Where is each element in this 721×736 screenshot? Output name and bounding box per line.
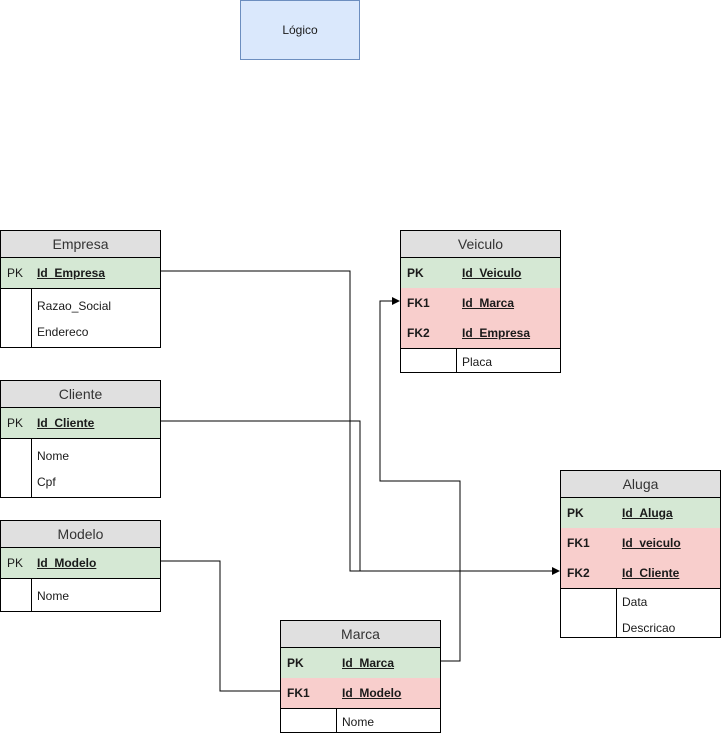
key-label: PK (7, 416, 24, 430)
field-name: Razao_Social (37, 299, 112, 313)
entity-row: FK1 Id_Marca (401, 288, 560, 318)
entity-row: Placa (401, 349, 560, 375)
entity-row: FK1 Id_Modelo (281, 678, 440, 709)
key-label: FK2 (407, 326, 430, 340)
field-name: Descricao (622, 621, 676, 635)
field-name: Id_Modelo (342, 686, 402, 700)
field-name: Id_Empresa (462, 326, 531, 340)
entity-header: Veiculo (401, 231, 560, 258)
entity-marca[interactable]: Marca PK Id_Marca FK1 Id_Modelo Nome (280, 620, 441, 733)
field-name: Nome (37, 449, 70, 463)
entity-row: PK Id_Cliente (1, 408, 160, 439)
key-label: PK (7, 556, 24, 570)
entity-row: FK1 Id_veiculo (561, 528, 720, 558)
entity-row: PK Id_Veiculo (401, 258, 560, 288)
entity-header: Modelo (1, 521, 160, 548)
field-name: Id_Veiculo (462, 266, 522, 280)
key-label: FK1 (407, 296, 430, 310)
entity-row: PK Id_Modelo (1, 548, 160, 579)
field-name: Id_veiculo (622, 536, 681, 550)
entity-modelo[interactable]: Modelo PK Id_Modelo Nome (0, 520, 161, 612)
field-name: Id_Marca (462, 296, 515, 310)
field-name: Data (622, 595, 648, 609)
key-label: PK (407, 266, 424, 280)
entity-row: PK Id_Aluga (561, 498, 720, 528)
key-label: FK1 (287, 686, 310, 700)
connector-modelo-marca (160, 560, 280, 692)
entity-row: Razao_Social (1, 293, 160, 319)
diagram-title: Lógico (240, 0, 360, 60)
entity-header: Marca (281, 621, 440, 648)
connector-cliente-aluga (160, 420, 361, 571)
entity-row: FK2 Id_Cliente (561, 558, 720, 589)
key-label: PK (567, 506, 584, 520)
field-name: Id_Cliente (622, 566, 680, 580)
entity-aluga[interactable]: Aluga PK Id_Aluga FK1 Id_veiculo FK2 Id_… (560, 470, 721, 638)
field-name: Id_Aluga (622, 506, 673, 520)
entity-row: Descricao (561, 615, 720, 641)
entity-row: Nome (1, 443, 160, 469)
entity-row: Nome (1, 583, 160, 609)
entity-row: Cpf (1, 469, 160, 495)
entity-row: Nome (281, 709, 440, 735)
entity-row: PK Id_Marca (281, 648, 440, 678)
key-label: PK (7, 266, 24, 280)
entity-veiculo[interactable]: Veiculo PK Id_Veiculo FK1 Id_Marca FK2 I… (400, 230, 561, 373)
field-name: Id_Marca (342, 656, 395, 670)
entity-header: Aluga (561, 471, 720, 498)
field-name: Endereco (37, 325, 89, 339)
entity-header: Empresa (1, 231, 160, 258)
key-label: PK (287, 656, 304, 670)
field-name: Placa (462, 355, 493, 369)
entity-empresa[interactable]: Empresa PK Id_Empresa Razao_Social Ender… (0, 230, 161, 348)
key-label: FK1 (567, 536, 590, 550)
field-name: Id_Empresa (37, 266, 106, 280)
field-name: Nome (37, 589, 70, 603)
entity-row: FK2 Id_Empresa (401, 318, 560, 349)
field-name: Nome (342, 715, 375, 729)
entity-row: Data (561, 589, 720, 615)
field-name: Cpf (37, 475, 56, 489)
field-name: Id_Modelo (37, 556, 97, 570)
entity-row: PK Id_Empresa (1, 258, 160, 289)
key-label: FK2 (567, 566, 590, 580)
entity-cliente[interactable]: Cliente PK Id_Cliente Nome Cpf (0, 380, 161, 498)
field-name: Id_Cliente (37, 416, 95, 430)
entity-header: Cliente (1, 381, 160, 408)
entity-row: Endereco (1, 319, 160, 345)
